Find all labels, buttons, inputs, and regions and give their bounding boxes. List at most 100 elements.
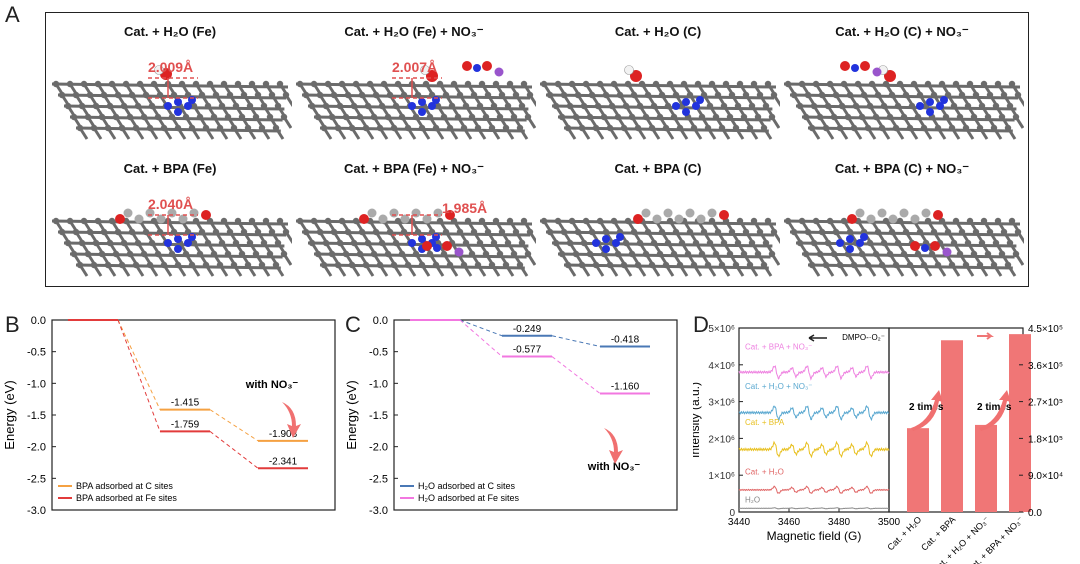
- carbon-atom: [614, 250, 622, 258]
- energy-value-label: -0.249: [513, 324, 542, 335]
- carbon-atom: [540, 80, 548, 88]
- carbon-atom: [930, 91, 938, 99]
- panel-label-c: C: [345, 312, 361, 337]
- carbon-atom: [92, 239, 100, 247]
- carbon-atom: [740, 113, 748, 121]
- nitrogen-atom: [433, 244, 441, 252]
- carbon-atom: [560, 91, 568, 99]
- carbon-atom: [582, 80, 590, 88]
- carbon-atom: [224, 250, 232, 258]
- carbon-atom: [210, 250, 218, 258]
- carbon-atom: [622, 102, 630, 110]
- carbon-atom: [314, 250, 322, 258]
- nitrogen-atom: [836, 239, 844, 247]
- carbon-atom: [796, 102, 804, 110]
- carbon-atom: [126, 113, 134, 121]
- carbon-atom: [296, 80, 304, 88]
- carbon-atom: [638, 80, 646, 88]
- carbon-atom: [656, 113, 664, 121]
- carbon-atom: [934, 124, 942, 132]
- carbon-atom: [978, 102, 986, 110]
- carbon-atom: [490, 102, 498, 110]
- carbon-atom: [414, 91, 422, 99]
- carbon-atom: [700, 228, 708, 236]
- nitrogen-atom: [602, 245, 610, 253]
- carbon-atom: [454, 113, 462, 121]
- structure-title: Cat. + BPA (C) + NO₃⁻: [834, 161, 970, 176]
- carbon-atom: [818, 228, 826, 236]
- carbon-atom: [258, 261, 266, 269]
- carbon-atom: [976, 124, 984, 132]
- carbon-atom: [188, 261, 196, 269]
- carbon-atom: [422, 214, 432, 224]
- structure-title: Cat. + BPA (C): [614, 161, 702, 176]
- carbon-atom: [414, 228, 422, 236]
- carbon-atom: [474, 124, 482, 132]
- carbon-atom: [690, 261, 698, 269]
- potassium-atom: [872, 67, 882, 77]
- carbon-atom: [108, 217, 116, 225]
- carbon-atom: [526, 91, 534, 99]
- oxygen-atom: [633, 214, 643, 224]
- carbon-atom: [440, 250, 448, 258]
- carbon-atom: [920, 124, 928, 132]
- carbon-atom: [886, 250, 894, 258]
- carbon-atom: [950, 102, 958, 110]
- carbon-atom: [914, 250, 922, 258]
- nitrogen-atom: [408, 102, 416, 110]
- carbon-atom: [132, 261, 140, 269]
- carbon-atom: [478, 80, 486, 88]
- spectrum-label: Cat. + BPA: [745, 418, 785, 427]
- graphene-bond: [69, 115, 283, 122]
- carbon-atom: [512, 228, 520, 236]
- oxygen-atom: [860, 61, 870, 71]
- carbon-atom: [174, 124, 182, 132]
- carbon-atom: [628, 113, 636, 121]
- carbon-atom: [838, 102, 846, 110]
- carbon-atom: [336, 102, 344, 110]
- carbon-atom: [894, 102, 902, 110]
- carbon-atom: [566, 102, 574, 110]
- carbon-atom: [516, 124, 524, 132]
- carbon-atom: [914, 113, 922, 121]
- nitrogen-atom: [916, 102, 924, 110]
- carbon-atom: [698, 113, 706, 121]
- carbon-atom: [840, 80, 848, 88]
- energy-connector: [117, 319, 161, 432]
- carbon-atom: [334, 261, 342, 269]
- carbon-atom: [872, 250, 880, 258]
- epr-spectrum: [738, 507, 889, 510]
- graphene-bond: [801, 252, 1015, 259]
- carbon-atom: [446, 124, 454, 132]
- carbon-atom: [324, 80, 332, 88]
- nitrogen-atom: [926, 98, 934, 106]
- graphene-bond: [795, 104, 1017, 111]
- carbon-atom: [134, 239, 142, 247]
- carbon-atom: [516, 261, 524, 269]
- carbon-atom: [464, 80, 472, 88]
- carbon-atom: [854, 80, 862, 88]
- carbon-atom: [818, 91, 826, 99]
- carbon-atom: [966, 217, 974, 225]
- carbon-atom: [566, 239, 574, 247]
- carbon-atom: [348, 124, 356, 132]
- carbon-atom: [498, 91, 506, 99]
- x-axis-label: Magnetic field (G): [767, 529, 862, 543]
- carbon-atom: [212, 91, 220, 99]
- carbon-atom: [832, 91, 840, 99]
- carbon-atom: [282, 228, 290, 236]
- carbon-atom: [302, 91, 310, 99]
- carbon-atom: [952, 217, 960, 225]
- carbon-atom: [636, 239, 644, 247]
- carbon-atom: [790, 228, 798, 236]
- structure-title: Cat. + BPA (Fe): [123, 161, 217, 176]
- carbon-atom: [400, 228, 408, 236]
- carbon-atom: [378, 214, 388, 224]
- y-tick-label: -3.0: [369, 505, 388, 517]
- carbon-atom: [80, 80, 88, 88]
- carbon-atom: [156, 91, 164, 99]
- panel-label-b: B: [5, 312, 20, 337]
- carbon-atom: [592, 124, 600, 132]
